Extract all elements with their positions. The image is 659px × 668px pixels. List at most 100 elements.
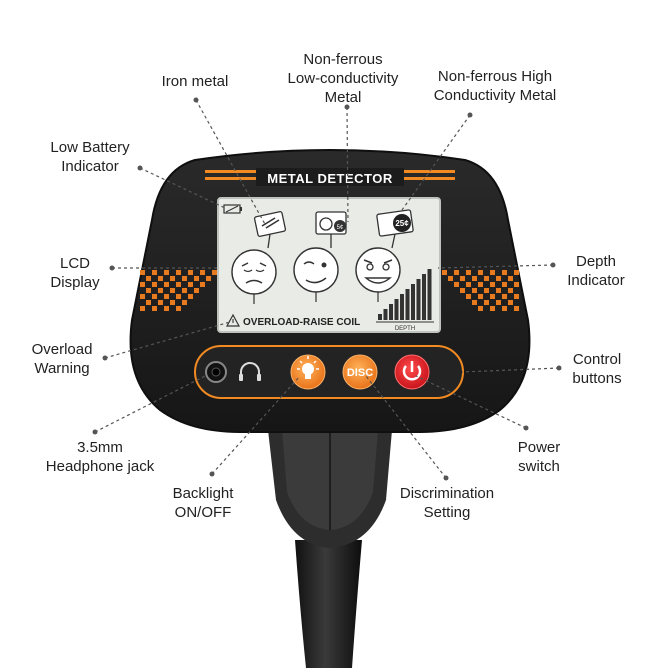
handle-shaft <box>268 430 392 668</box>
pattern-cell <box>514 270 519 275</box>
label-control-buttons: Control buttons <box>572 351 622 387</box>
pattern-cell <box>502 294 507 299</box>
depth-label: DEPTH <box>395 326 415 332</box>
pattern-cell <box>472 300 477 305</box>
depth-bar <box>427 269 432 320</box>
pattern-cell <box>478 270 483 275</box>
leader-depth <box>437 264 554 269</box>
pattern-cell <box>460 288 465 293</box>
pattern-cell <box>176 270 181 275</box>
pattern-cell <box>140 282 145 287</box>
pattern-cell <box>212 270 217 275</box>
backlight-button[interactable] <box>290 354 326 390</box>
depth-bar <box>422 274 426 320</box>
pattern-cell <box>140 294 145 299</box>
pattern-cell <box>484 300 489 305</box>
leader-non-ferrous-high <box>401 114 471 211</box>
coin-label: 25¢ <box>395 219 409 228</box>
label-depth-indicator: Depth Indicator <box>567 253 625 289</box>
pattern-cell <box>502 306 507 311</box>
depth-bar <box>383 309 388 320</box>
pattern-cell <box>200 270 205 275</box>
pattern-cell <box>466 282 471 287</box>
pattern-cell <box>472 276 477 281</box>
pattern-cell <box>508 276 513 281</box>
pattern-cell <box>514 282 519 287</box>
pattern-cell <box>164 306 169 311</box>
pattern-cell <box>158 276 163 281</box>
label-non-ferrous-high: Non-ferrous High Conductivity Metal <box>433 68 557 104</box>
leader-power <box>415 375 527 429</box>
pattern-cell <box>508 288 513 293</box>
depth-bar <box>389 304 393 320</box>
pattern-cell <box>182 276 187 281</box>
pattern-cell <box>140 306 145 311</box>
pattern-cell <box>508 300 513 305</box>
power-button[interactable] <box>394 354 430 390</box>
headphone-icon <box>239 362 261 381</box>
label-iron-metal: Iron metal <box>161 73 229 90</box>
pattern-cell <box>164 270 169 275</box>
pattern-cell <box>490 294 495 299</box>
control-panel: DISC <box>194 345 464 399</box>
headphone-jack[interactable] <box>205 361 227 383</box>
pattern-cell <box>170 276 175 281</box>
depth-bar <box>411 284 415 320</box>
pattern-cell <box>194 288 199 293</box>
leader-backlight <box>211 375 301 475</box>
pattern-cell <box>478 282 483 287</box>
pattern-cell <box>206 276 211 281</box>
label-low-battery: Low Battery Indicator <box>50 139 130 175</box>
face-low-icon <box>293 247 339 302</box>
pattern-cell <box>502 282 507 287</box>
bulb-icon <box>297 356 319 379</box>
pattern-cell <box>164 282 169 287</box>
leader-dots <box>92 97 562 481</box>
pattern-cell <box>514 294 519 299</box>
pattern-cell <box>182 300 187 305</box>
pattern-cell <box>152 294 157 299</box>
decor-pattern-left <box>140 270 217 311</box>
pattern-cell <box>466 270 471 275</box>
pattern-cell <box>194 276 199 281</box>
pattern-cell <box>514 306 519 311</box>
svg-text:5¢: 5¢ <box>337 225 344 231</box>
label-lcd-display: LCD Display <box>50 255 100 291</box>
pattern-cell <box>466 294 471 299</box>
leader-control <box>461 367 560 373</box>
pattern-cell <box>478 294 483 299</box>
pattern-cell <box>146 276 151 281</box>
pattern-cell <box>146 288 151 293</box>
disc-label: DISC <box>347 367 373 379</box>
pattern-cell <box>188 282 193 287</box>
depth-bars <box>378 269 432 320</box>
pattern-cell <box>152 270 157 275</box>
overload-warning-icon <box>225 313 241 327</box>
pattern-cell <box>490 282 495 287</box>
label-power-switch: Power switch <box>517 439 561 475</box>
pattern-cell <box>176 294 181 299</box>
power-icon <box>402 361 422 381</box>
pattern-cell <box>146 300 151 305</box>
pattern-cell <box>140 270 145 275</box>
pattern-cell <box>460 276 465 281</box>
face-iron-icon <box>231 249 277 304</box>
pattern-cell <box>484 288 489 293</box>
leader-iron-metal <box>195 99 267 227</box>
label-backlight: Backlight ON/OFF <box>172 485 234 521</box>
disc-button[interactable]: DISC <box>342 354 378 390</box>
pattern-cell <box>182 288 187 293</box>
pattern-cell <box>170 288 175 293</box>
depth-bar <box>394 299 399 320</box>
lcd-display: 5¢ 25¢ <box>217 197 441 333</box>
pattern-cell <box>152 282 157 287</box>
pattern-cell <box>502 270 507 275</box>
leader-non-ferrous-low <box>346 106 349 223</box>
pattern-cell <box>496 276 501 281</box>
device-title: METAL DETECTOR <box>267 171 393 186</box>
pattern-cell <box>200 282 205 287</box>
pattern-cell <box>490 270 495 275</box>
label-non-ferrous-low: Non-ferrous Low-conductivity Metal <box>287 51 399 106</box>
overload-warning-text: OVERLOAD-RAISE COIL <box>243 317 360 328</box>
depth-bar <box>405 289 410 320</box>
